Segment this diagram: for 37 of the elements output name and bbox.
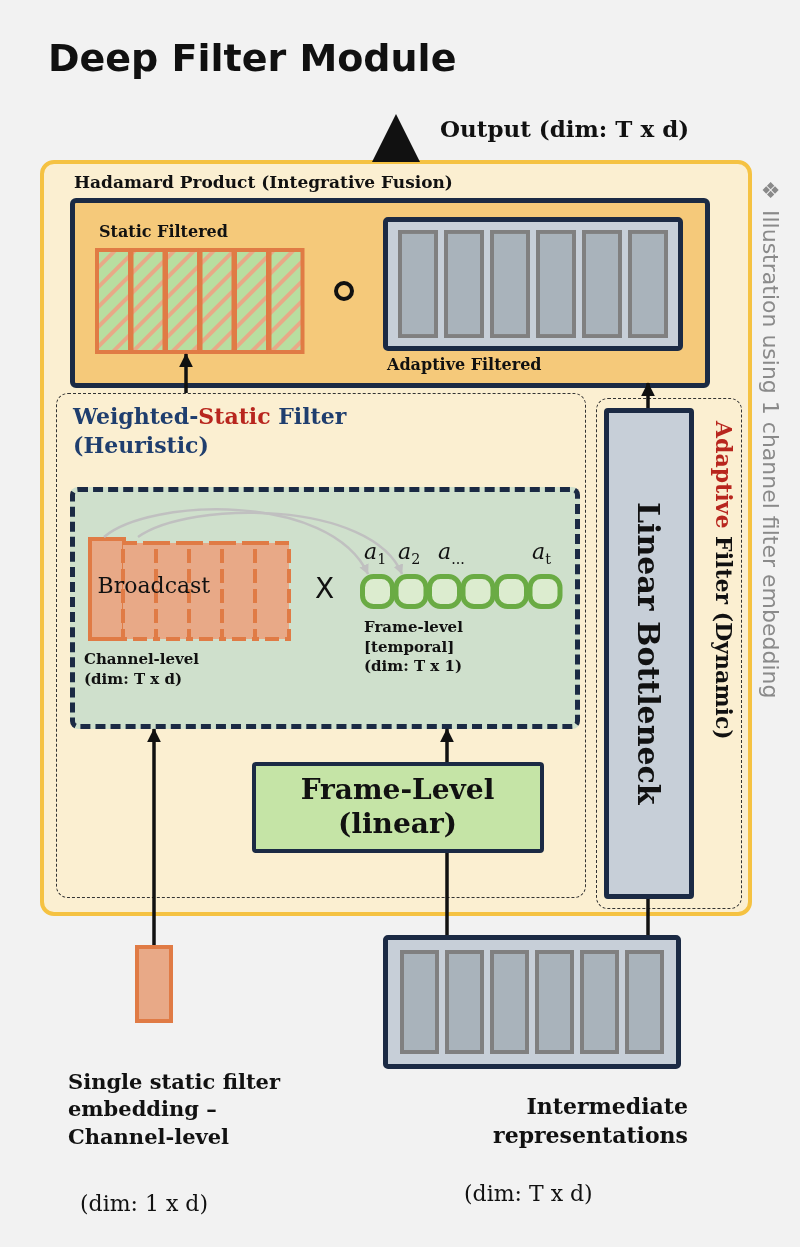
weight-symbol: a$_{2}$ bbox=[398, 538, 421, 569]
module-box bbox=[40, 160, 752, 916]
dimension-note: (dim: 1 x d) bbox=[80, 1190, 209, 1218]
multiply-sign: X bbox=[315, 572, 335, 605]
region-heading: Weighted-Static Filter (Heuristic) bbox=[73, 402, 348, 460]
diagram-title: Deep Filter Module bbox=[48, 36, 457, 80]
connector-line bbox=[445, 853, 449, 935]
arrow bbox=[179, 353, 193, 393]
arrow bbox=[137, 511, 404, 575]
process-box: Frame-Level (linear) bbox=[251, 761, 544, 853]
dimension-note: (dim: T x d) bbox=[464, 1180, 593, 1208]
feature-map-box bbox=[383, 935, 681, 1069]
region-heading: Adaptive Filter (Dynamic) bbox=[711, 421, 737, 740]
weight-symbol: a$_{1}$ bbox=[364, 538, 387, 569]
panel-heading: Hadamard Product (Integrative Fusion) bbox=[74, 172, 453, 193]
arrow bbox=[440, 728, 454, 762]
process-box: Linear Bottleneck bbox=[603, 407, 694, 899]
dashed-region bbox=[56, 393, 586, 898]
dashed-region bbox=[596, 398, 742, 909]
arrow bbox=[103, 508, 370, 575]
panel-caption: Adaptive Filtered bbox=[387, 355, 542, 375]
embedding-bar bbox=[135, 945, 173, 1023]
weight-symbol: a$_{t}$ bbox=[532, 538, 551, 569]
node-label: Channel-level (dim: T x d) bbox=[84, 650, 201, 689]
arrow bbox=[372, 114, 420, 162]
node-label: Intermediate representations bbox=[492, 1092, 688, 1150]
node-label: Single static filter embedding – Channel-level bbox=[68, 1068, 282, 1150]
node-label: Frame-level [temporal] (dim: T x 1) bbox=[364, 618, 464, 677]
panel-heading: Static Filtered bbox=[99, 222, 228, 242]
arrow bbox=[147, 728, 161, 945]
arrow bbox=[641, 382, 655, 408]
dashed-panel bbox=[69, 486, 580, 729]
connector-line bbox=[646, 899, 650, 935]
weight-symbol: a$_{...}$ bbox=[438, 538, 465, 569]
output-label: Output (dim: T x d) bbox=[440, 110, 750, 146]
block-label: Broadcast bbox=[97, 572, 211, 598]
side-note: ❖ Illustration using 1 channel filter embedding bbox=[758, 178, 783, 699]
